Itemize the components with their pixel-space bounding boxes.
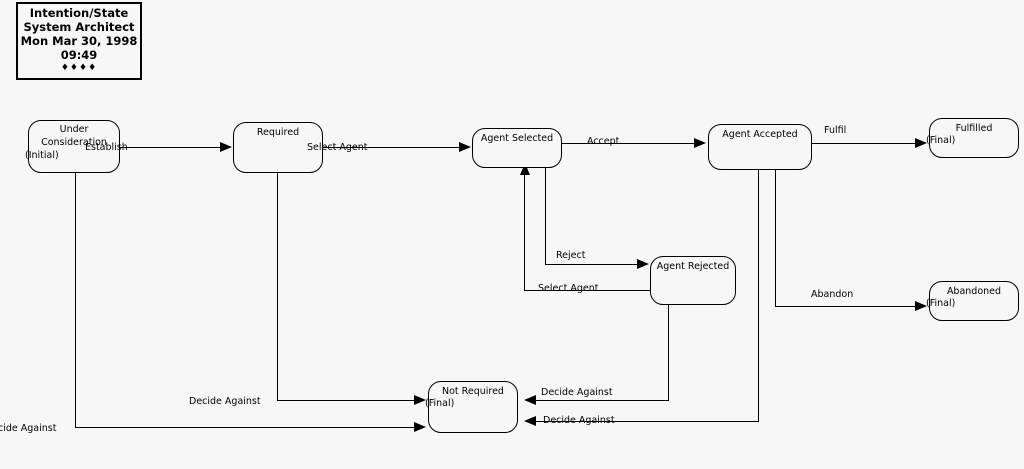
state-fulfilled-label: Fulfilled: [955, 123, 993, 134]
state-not-required[interactable]: Not Required (Final): [425, 381, 518, 433]
edge-label-decide-against-1: Decide Against: [189, 396, 261, 407]
edge-fulfil-arrowhead-icon: [915, 138, 927, 148]
edge-select-agent-arrowhead-icon: [459, 142, 471, 152]
edge-accept-line: [562, 143, 696, 145]
state-agent-rejected[interactable]: Agent Rejected: [650, 256, 736, 305]
edge-accept-arrowhead-icon: [694, 138, 706, 148]
edge-decide-against-rejected-arrowhead-icon: [524, 395, 536, 405]
edge-decide-against-consideration-vline: [75, 172, 77, 428]
title-tool-name: System Architect: [23, 20, 135, 34]
edge-reject-arrowhead-icon: [637, 259, 649, 269]
edge-decide-against-rejected-hline: [528, 400, 669, 402]
state-under-consideration[interactable]: Under Consideration (Initial): [25, 120, 120, 173]
edge-reject-hline: [545, 264, 645, 266]
title-time: 09:49: [60, 48, 98, 62]
edge-decide-against-consideration-hline: [75, 427, 418, 429]
state-agent-selected[interactable]: Agent Selected: [472, 128, 562, 168]
edge-select-agent-line: [323, 147, 461, 149]
edge-select-agent-back-hline: [524, 290, 652, 292]
title-date: Mon Mar 30, 1998: [20, 34, 138, 48]
edge-decide-against-accepted-hline: [528, 421, 759, 423]
state-agent-selected-label: Agent Selected: [480, 133, 554, 144]
edge-fulfil-line: [812, 143, 917, 145]
edge-decide-against-required-arrowhead-icon: [414, 395, 426, 405]
title-block: Intention/State System Architect Mon Mar…: [16, 2, 142, 80]
edge-select-agent-back-vline: [524, 173, 526, 291]
edge-decide-against-rejected-vline: [668, 305, 670, 401]
edge-decide-against-accepted-arrowhead-icon: [524, 416, 536, 426]
edge-reject-vline: [545, 167, 547, 265]
title-diamond-marks-icon: ♦♦♦♦: [60, 63, 98, 73]
state-abandoned-label: Abandoned: [946, 286, 1002, 297]
state-fulfilled[interactable]: Fulfilled (Final): [926, 118, 1019, 158]
edge-label-accept: Accept: [587, 136, 620, 147]
state-under-consideration-label-line1: Under: [59, 124, 89, 135]
edge-decide-against-required-hline: [277, 400, 417, 402]
state-under-consideration-label-line2: Consideration: [41, 137, 107, 148]
edge-label-decide-against-3: Decide Against: [543, 415, 615, 426]
state-fulfilled-sublabel: (Final): [926, 135, 956, 146]
state-abandoned[interactable]: Abandoned (Final): [926, 281, 1019, 321]
edge-label-abandon: Abandon: [811, 289, 854, 300]
edge-establish-arrowhead-icon: [220, 142, 232, 152]
title-diagram-name: Intention/State: [29, 6, 129, 20]
edge-abandon-arrowhead-icon: [915, 301, 927, 311]
edge-decide-against-accepted-vline: [758, 170, 760, 422]
state-agent-accepted[interactable]: Agent Accepted: [708, 124, 812, 170]
edge-select-agent-back-arrowhead-icon: [520, 163, 530, 175]
state-not-required-label: Not Required: [442, 386, 504, 397]
state-agent-accepted-label: Agent Accepted: [722, 129, 798, 140]
edge-label-select-agent-2: Select Agent: [538, 283, 599, 294]
edge-abandon-hline: [775, 306, 917, 308]
state-not-required-sublabel: (Final): [425, 398, 455, 409]
state-required-label: Required: [256, 127, 300, 138]
edge-label-fulfil: Fulfil: [824, 125, 847, 136]
edge-label-decide-against-2: Decide Against: [541, 387, 613, 398]
state-required[interactable]: Required: [233, 122, 323, 173]
state-under-consideration-sublabel: (Initial): [25, 150, 59, 161]
edge-decide-against-consideration-arrowhead-icon: [414, 422, 426, 432]
edge-establish-line: [118, 147, 222, 149]
state-abandoned-sublabel: (Final): [926, 298, 956, 309]
edge-label-decide-against-4: cide Against: [0, 423, 57, 434]
edge-decide-against-required-vline: [277, 172, 279, 401]
edge-label-reject: Reject: [556, 250, 586, 261]
state-agent-rejected-label: Agent Rejected: [656, 261, 730, 272]
edge-label-establish: Establish: [85, 142, 128, 153]
edge-abandon-vline: [775, 170, 777, 307]
edge-label-select-agent-1: Select Agent: [307, 142, 368, 153]
